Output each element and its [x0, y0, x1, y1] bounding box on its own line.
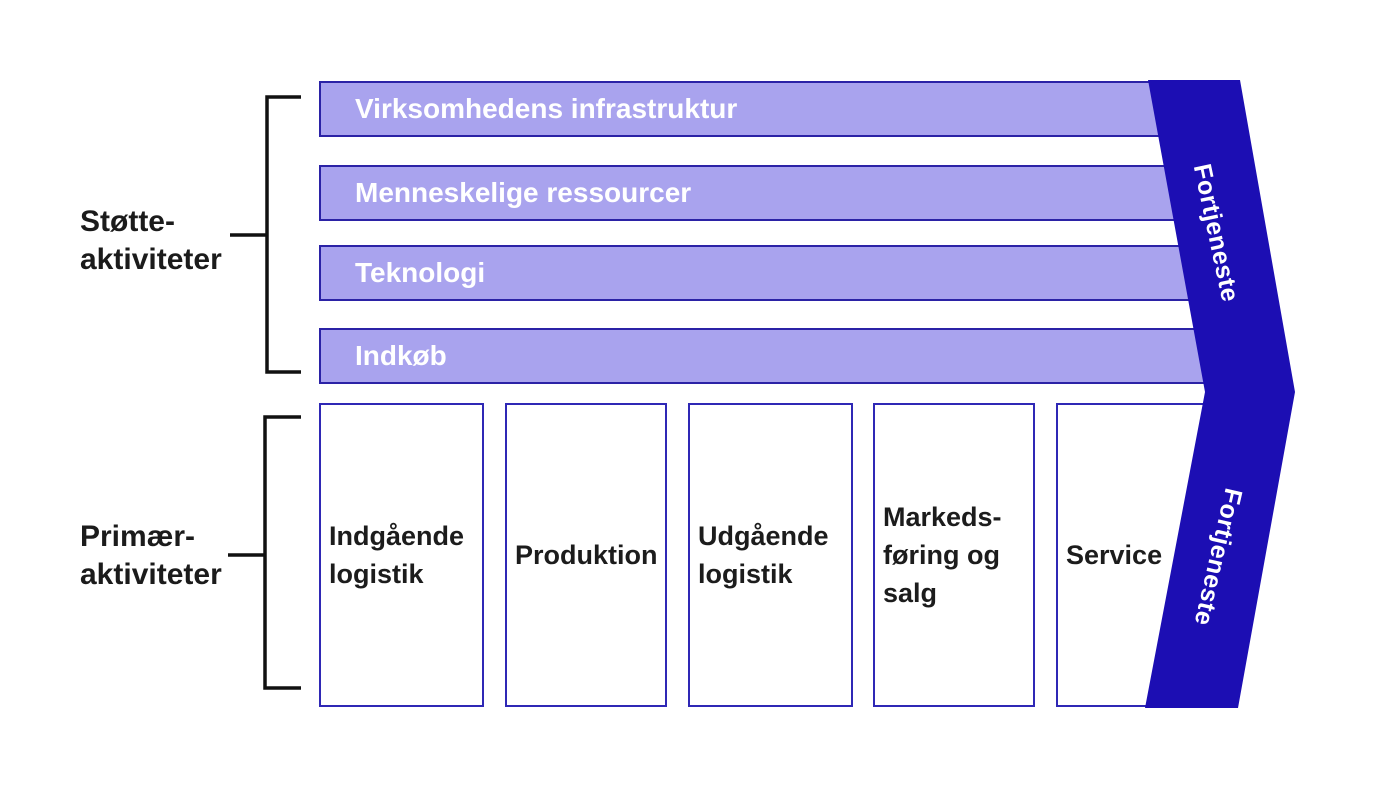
support-bar-infrastructure: Virksomhedens infrastruktur: [319, 81, 1200, 137]
profit-label-top: Fortjeneste: [1188, 161, 1245, 305]
support-bar-procurement: Indkøb: [319, 328, 1240, 384]
support-bar-technology-label: Teknologi: [355, 257, 486, 288]
primary-activities-label: Primær- aktiviteter: [80, 518, 222, 594]
support-bar-procurement-label: Indkøb: [355, 340, 447, 371]
support-bar-human-resources: Menneskelige ressourcer: [319, 165, 1215, 221]
support-label-line1: Støtte-: [80, 205, 175, 238]
support-bar-human-resources-label: Menneskelige ressourcer: [355, 177, 692, 208]
primary-label-line1: Primær-: [80, 520, 196, 553]
primary-bracket: [228, 415, 301, 690]
primary-box-production-line1: Produktion: [515, 540, 658, 570]
support-activities-label: Støtte- aktiviteter: [80, 203, 222, 279]
primary-box-service: Service: [1056, 403, 1218, 707]
primary-box-marketing-sales-line1: Markeds-: [883, 502, 1002, 532]
primary-box-production: Produktion: [505, 403, 667, 707]
primary-label-line2: aktiviteter: [80, 558, 222, 591]
primary-box-inbound-logistics: Indgående logistik: [319, 403, 484, 707]
support-bracket: [230, 95, 301, 374]
support-bar-technology: Teknologi: [319, 245, 1230, 301]
primary-box-inbound-logistics-line2: logistik: [329, 559, 424, 589]
primary-box-marketing-sales-line2: føring og: [883, 540, 1000, 570]
primary-box-outbound-logistics-line2: logistik: [698, 559, 793, 589]
support-label-line2: aktiviteter: [80, 243, 222, 276]
primary-box-marketing-sales: Markeds- føring og salg: [873, 403, 1035, 707]
primary-box-inbound-logistics-line1: Indgående: [329, 521, 465, 551]
primary-box-outbound-logistics-line1: Udgående: [698, 521, 829, 551]
primary-box-outbound-logistics: Udgående logistik: [688, 403, 853, 707]
primary-box-service-line1: Service: [1066, 540, 1163, 570]
support-bar-infrastructure-label: Virksomhedens infrastruktur: [355, 93, 738, 124]
primary-box-marketing-sales-line3: salg: [883, 578, 938, 608]
